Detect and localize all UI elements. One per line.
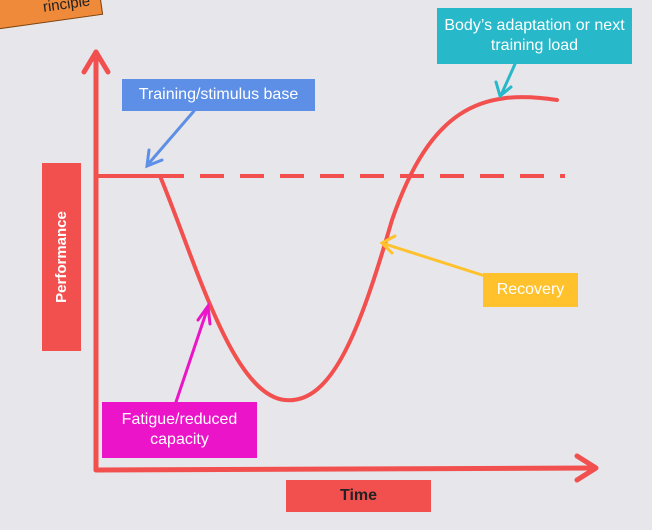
- adaptation-arrowhead: [494, 80, 513, 99]
- y-axis-label-performance: Performance: [42, 163, 81, 351]
- label-fatigue: Fatigue/reduced capacity: [102, 402, 257, 458]
- axes: [81, 49, 599, 483]
- adaptation-arrow: [500, 62, 517, 95]
- x-axis-arrowhead: [574, 453, 599, 483]
- base-arrowhead: [145, 148, 164, 169]
- x-axis-label-time: Time: [286, 480, 431, 512]
- pointer-arrows: [145, 62, 517, 404]
- performance-curve: [96, 95, 559, 403]
- fatigue-arrowhead: [196, 301, 212, 326]
- label-adaptation: Body’s adaptation or next training load: [437, 8, 632, 64]
- base-arrow: [148, 109, 196, 164]
- recovery-arrowhead: [379, 234, 397, 255]
- label-recovery: Recovery: [483, 273, 578, 307]
- y-axis-arrowhead: [81, 49, 111, 75]
- fatigue-arrow: [174, 308, 209, 404]
- label-training-base: Training/stimulus base: [122, 79, 315, 111]
- x-axis: [93, 465, 597, 473]
- recovery-arrow: [383, 242, 487, 278]
- y-axis-label-text: Performance: [52, 211, 70, 303]
